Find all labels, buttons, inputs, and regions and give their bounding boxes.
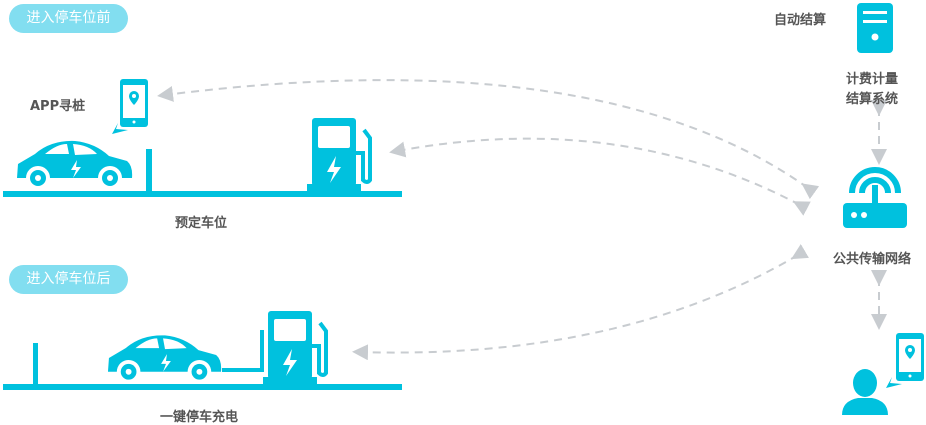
server-icon <box>857 3 893 53</box>
billing-label-2: 结算系统 <box>846 92 899 107</box>
charging-cable <box>222 368 264 372</box>
billing-label-1: 计费计量 <box>846 72 899 87</box>
charging-pile-icon <box>263 311 328 386</box>
auto-settle-label: 自动结算 <box>774 13 827 28</box>
electric-car-icon <box>17 140 133 190</box>
network-label: 公共传输网络 <box>833 252 912 267</box>
reserve-label: 预定车位 <box>175 216 228 231</box>
ground-line <box>3 191 402 197</box>
phone-location-icon <box>886 333 924 388</box>
ground-line <box>3 384 402 390</box>
charging-cable <box>260 330 264 372</box>
phone-location-icon <box>112 79 148 134</box>
one-click-label: 一键停车充电 <box>160 410 239 425</box>
electric-car-icon <box>107 335 222 384</box>
charging-pile-icon <box>307 118 372 193</box>
user-icon <box>842 369 888 415</box>
stage-after-badge: 进入停车位后 <box>9 265 128 294</box>
router-icon <box>843 167 907 228</box>
app-find-label: APP寻桩 <box>30 99 86 114</box>
stage-before-badge: 进入停车位前 <box>9 4 128 33</box>
parking-post <box>146 149 152 192</box>
parking-post <box>33 343 38 386</box>
